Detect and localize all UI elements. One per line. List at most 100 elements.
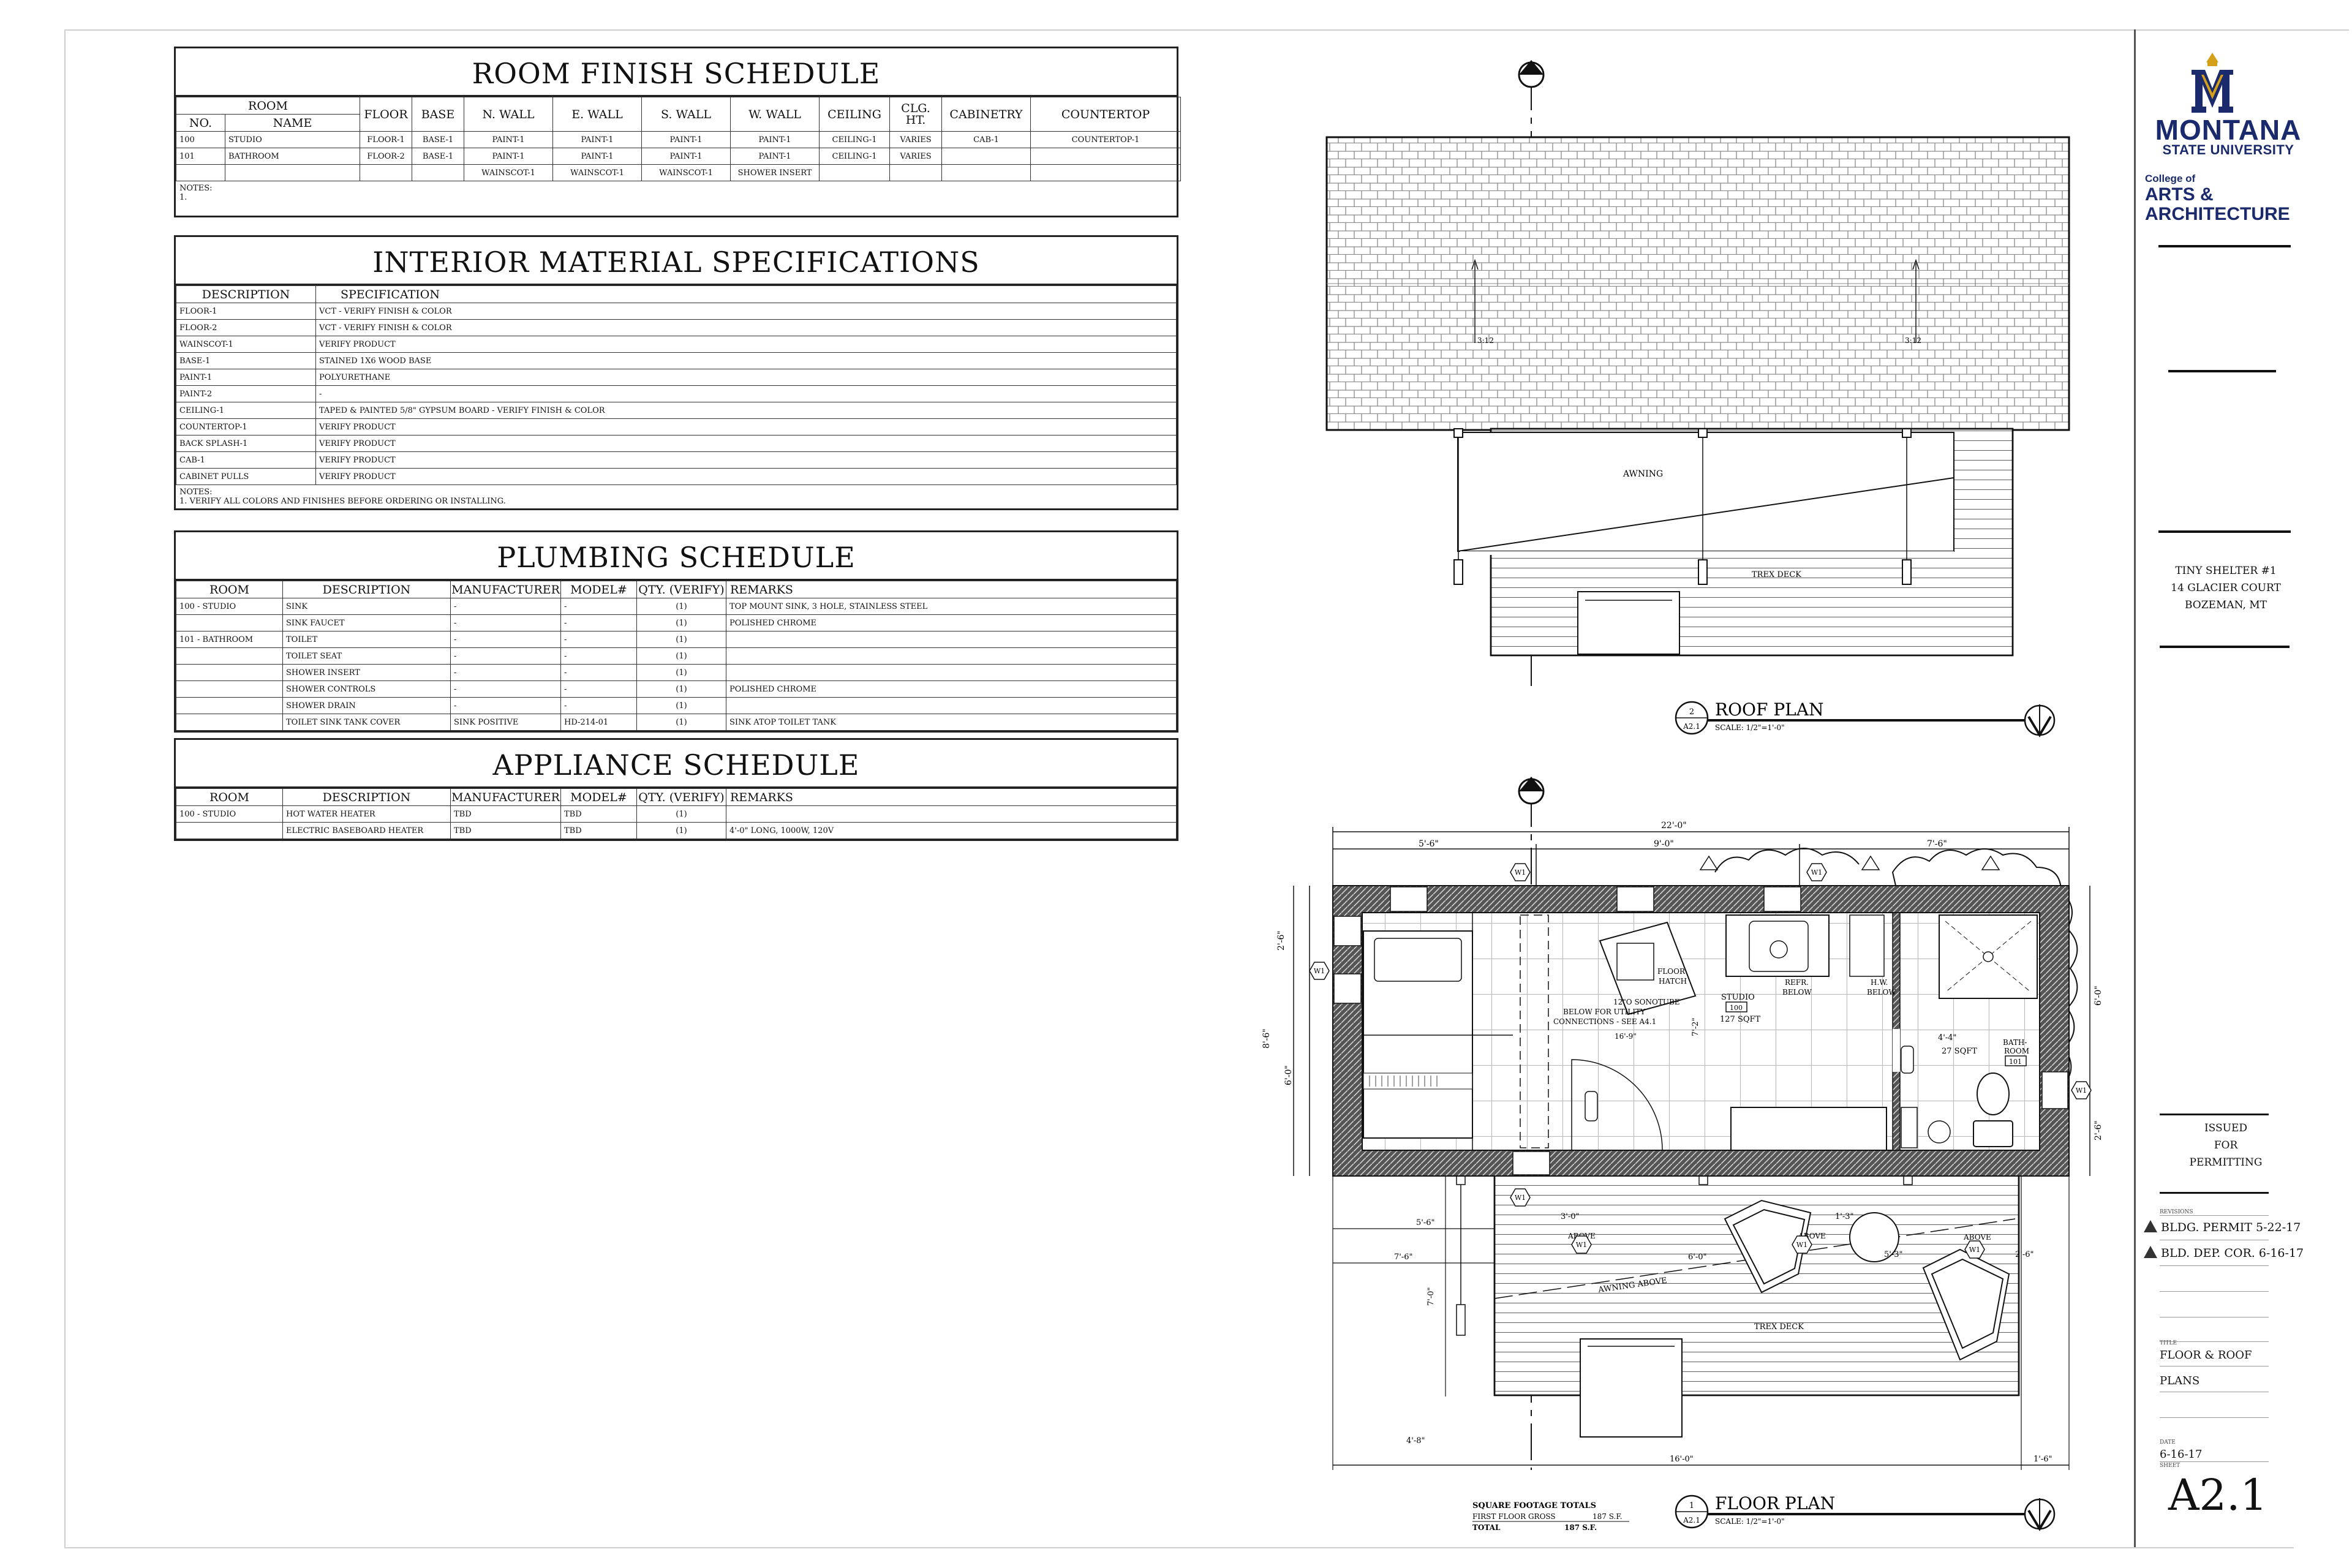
table-cell: (1)	[636, 598, 726, 615]
table-cell: WAINSCOT-1	[641, 164, 731, 181]
roof-plan-scale: SCALE: 1/2"=1'-0"	[1715, 723, 1785, 732]
col-header: CABINETRY	[941, 97, 1031, 132]
floor-hatch-label: HATCH	[1659, 977, 1687, 986]
table-cell	[176, 714, 283, 731]
table-cell: -	[450, 647, 561, 665]
studio-label: STUDIO	[1721, 993, 1755, 1002]
table-cell: POLISHED CHROME	[726, 680, 1177, 698]
awning-label: AWNING	[1623, 469, 1663, 479]
table-cell: -	[560, 631, 637, 648]
dim-misc: 2'-6"	[2015, 1250, 2034, 1259]
floor-plan: A3.1 22'-0" 5'-6" 9'-0" 7'-6" 2'-6" 8'-6…	[1262, 777, 2103, 1532]
col-header: DESCRIPTION	[282, 788, 451, 806]
roof-pitch-label: 3:12	[1477, 336, 1494, 345]
table-cell: -	[560, 697, 637, 714]
issue-status: ISSUED	[2204, 1122, 2248, 1134]
table-cell: PAINT-1	[552, 131, 643, 148]
dim-top: 5'-6"	[1419, 839, 1439, 849]
col-header: W. WALL	[730, 97, 820, 132]
dim-bottom: 16'-0"	[1670, 1455, 1694, 1464]
project-name: TINY SHELTER #1	[2175, 565, 2277, 577]
table-cell: SINK POSITIVE	[450, 714, 561, 731]
table-cell: (1)	[636, 631, 726, 648]
table-cell: (1)	[636, 647, 726, 665]
table-cell: CABINET PULLS	[176, 468, 316, 485]
sqft-title: SQUARE FOOTAGE TOTALS	[1472, 1501, 1596, 1510]
interior-material-specs: INTERIOR MATERIAL SPECIFICATIONS DESCRIP…	[174, 235, 1178, 510]
col-header: NO.	[176, 114, 225, 132]
window-tag: W1	[1314, 967, 1325, 975]
col-header: NAME	[224, 114, 361, 132]
notes-line: 1.	[179, 193, 187, 202]
notes-line: 1. VERIFY ALL COLORS AND FINISHES BEFORE…	[179, 497, 506, 506]
col-header: MODEL#	[560, 581, 637, 598]
table-cell	[1030, 164, 1182, 181]
table-cell: (1)	[636, 680, 726, 698]
table-cell: TBD	[560, 805, 637, 823]
sqft-first-label: FIRST FLOOR GROSS	[1472, 1512, 1556, 1521]
table-cell: (1)	[636, 805, 726, 823]
table-cell: SHOWER DRAIN	[282, 697, 451, 714]
sheet-border-top	[64, 29, 2349, 31]
drawings-canvas: A3.1 3:12 3:12 AWNING TREX DECK 2 A2.1	[1262, 60, 2103, 1532]
dim-misc: 1'-3"	[1835, 1212, 1854, 1221]
dim-right: 2'-6"	[2094, 1120, 2103, 1140]
roof-plan: A3.1 3:12 3:12 AWNING TREX DECK 2 A2.1	[1325, 60, 2070, 737]
table-cell: 100 - STUDIO	[176, 598, 283, 615]
table-cell	[224, 164, 361, 181]
table-cell: COUNTERTOP-1	[176, 418, 316, 435]
dim-top: 7'-6"	[1927, 839, 1947, 849]
table-cell	[176, 680, 283, 698]
col-header: MANUFACTURER	[450, 581, 561, 598]
window-tag: W1	[1515, 1194, 1526, 1202]
divider	[2160, 1265, 2269, 1266]
sheet-date: 6-16-17	[2160, 1448, 2203, 1461]
divider	[2160, 1291, 2269, 1292]
table-cell: HD-214-01	[560, 714, 637, 731]
floor-hatch-label: FLOOR	[1657, 967, 1686, 976]
bath-label: ROOM	[2004, 1047, 2029, 1055]
college-name: College of ARTS & ARCHITECTURE	[2145, 173, 2290, 224]
divider	[2160, 1461, 2269, 1462]
table-cell: WAINSCOT-1	[552, 164, 643, 181]
table-cell: WAINSCOT-1	[176, 336, 316, 353]
roof-deck-label: TREX DECK	[1752, 570, 1801, 579]
room-group-header: ROOM	[175, 97, 361, 115]
detail-sheet-ref: A2.1	[1683, 1516, 1700, 1525]
dim-top: 9'-0"	[1654, 839, 1674, 849]
sheet-title: FLOOR & ROOF	[2160, 1349, 2252, 1362]
issue-status: FOR	[2214, 1139, 2238, 1152]
bath-area: 27 SQFT	[1942, 1047, 1977, 1056]
project-address: 14 GLACIER COURT	[2171, 582, 2281, 594]
col-header: QTY. (VERIFY)	[636, 581, 726, 598]
table-cell	[726, 697, 1177, 714]
sheet-number: A2.1	[2168, 1470, 2267, 1520]
table-row: SHOWER INSERT--(1)	[176, 664, 1177, 681]
table-cell: -	[560, 598, 637, 615]
college-line: ARTS &	[2145, 184, 2214, 205]
above-label: ABOVE	[1963, 1233, 1991, 1242]
window-tag: W1	[1515, 869, 1526, 876]
notes-label: NOTES:	[179, 488, 213, 497]
table-cell: VARIES	[889, 148, 943, 165]
col-header: CEILING	[819, 97, 891, 132]
room-finish-notes: NOTES: 1.	[176, 181, 1177, 216]
table-cell: FLOOR-2	[176, 319, 316, 336]
col-header: ROOM	[176, 788, 283, 806]
date-label: DATE	[2160, 1439, 2176, 1446]
revision-text: BLDG. PERMIT 5-22-17	[2161, 1221, 2301, 1234]
table-cell: PAINT-1	[552, 148, 643, 165]
dim-misc: 7'-6"	[1394, 1253, 1413, 1262]
table-cell: PAINT-1	[730, 131, 820, 148]
revision-delta-icon	[2144, 1246, 2157, 1258]
dim-overall: 22'-0"	[1661, 821, 1687, 831]
